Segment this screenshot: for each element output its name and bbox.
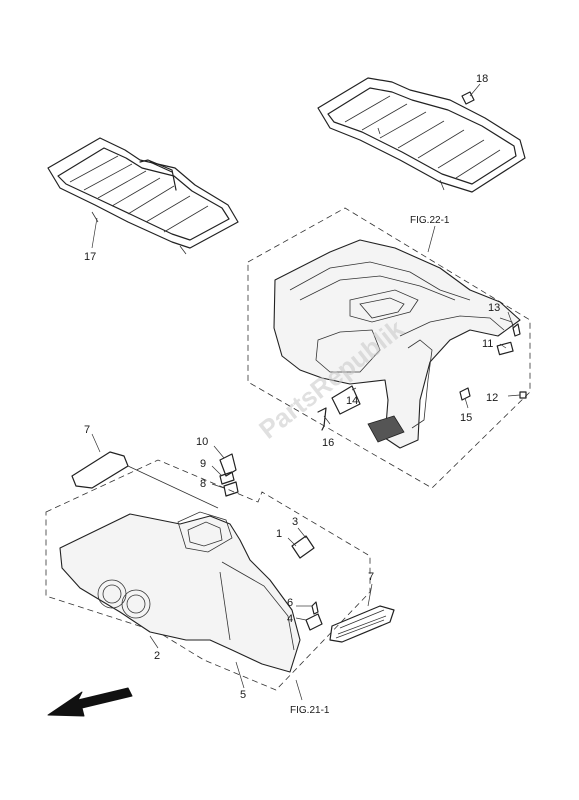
emblem-right xyxy=(329,583,395,643)
rear-carrier-rack xyxy=(317,77,526,193)
part-label-12: 12 xyxy=(486,392,498,404)
front-arrow-icon xyxy=(47,687,133,717)
part-label-6: 6 xyxy=(287,597,293,609)
part-label-17: 17 xyxy=(84,251,96,263)
part-label-3: 3 xyxy=(292,516,298,528)
part-label-14: 14 xyxy=(346,395,358,407)
emblem-parts xyxy=(211,445,239,497)
part-label-7-right: 7 xyxy=(368,571,374,583)
part-label-16: 16 xyxy=(322,437,334,449)
seat-pad-left xyxy=(71,433,219,509)
fig-reference-22-1: FIG.22-1 xyxy=(410,215,450,226)
part-label-9: 9 xyxy=(200,458,206,470)
part-label-4: 4 xyxy=(287,613,293,625)
part-label-15: 15 xyxy=(460,412,472,424)
part-label-10: 10 xyxy=(196,436,208,448)
part-label-1: 1 xyxy=(276,528,282,540)
part-label-11: 11 xyxy=(482,338,493,350)
part-label-5: 5 xyxy=(240,689,246,701)
part-label-2: 2 xyxy=(154,650,160,662)
part-label-8: 8 xyxy=(200,478,206,490)
rear-fender-group xyxy=(247,207,531,489)
front-fender-group xyxy=(45,459,371,701)
part-label-13: 13 xyxy=(488,302,500,314)
front-carrier-rack xyxy=(47,137,239,255)
part-label-7-left: 7 xyxy=(84,424,90,436)
fig-reference-21-1: FIG.21-1 xyxy=(290,705,330,716)
part-label-18: 18 xyxy=(476,73,488,85)
